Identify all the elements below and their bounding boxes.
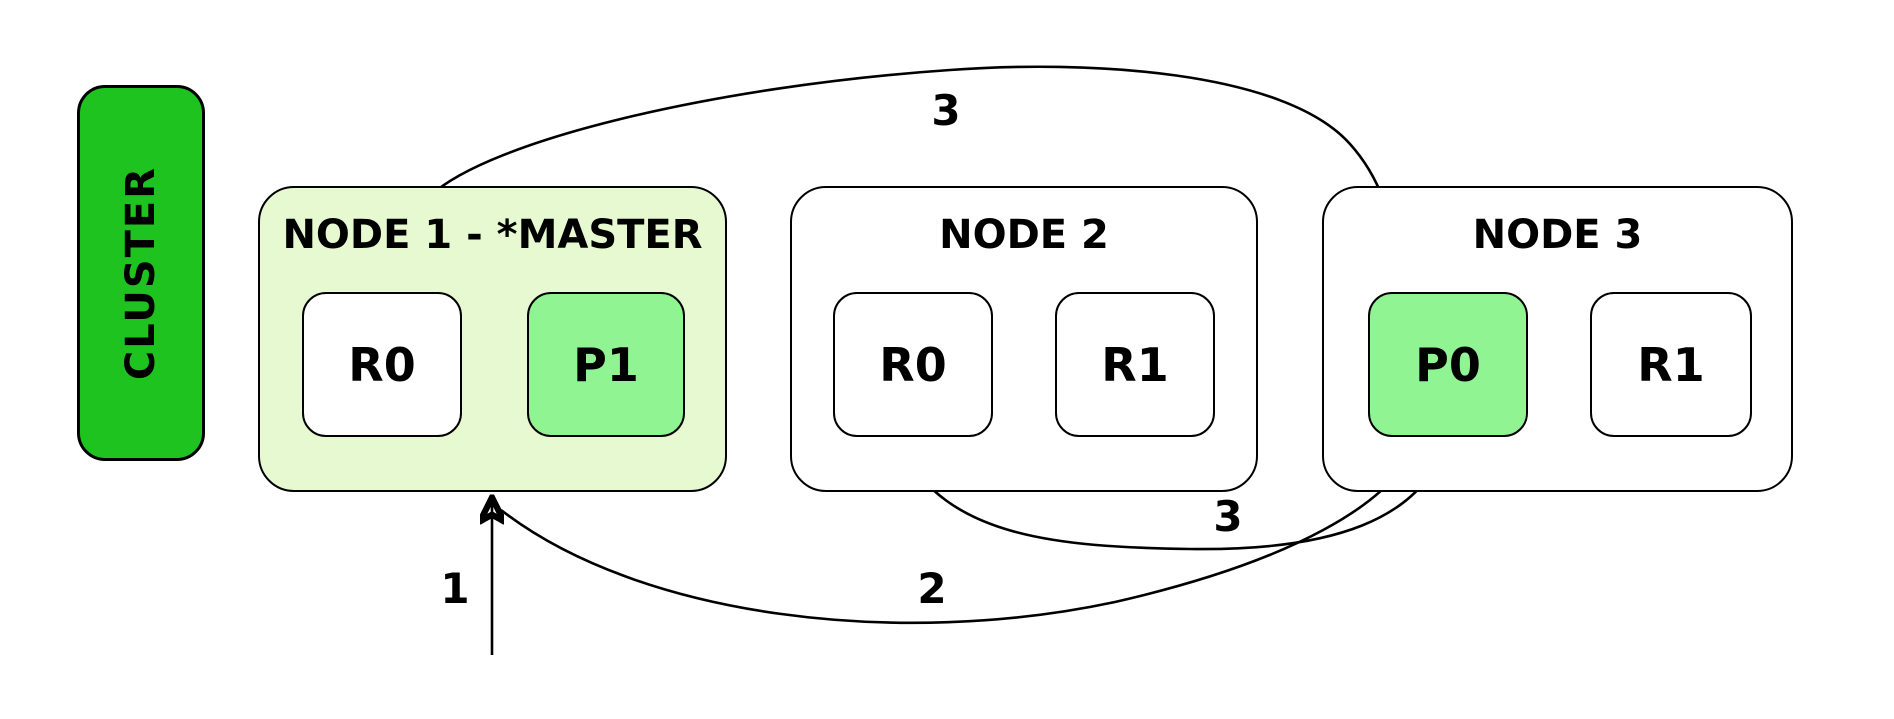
shard-label: R1 bbox=[1637, 337, 1705, 392]
node-3-title: NODE 3 bbox=[1472, 212, 1643, 258]
arrow-3-bottom-label: 3 bbox=[1213, 492, 1243, 541]
node-2-title: NODE 2 bbox=[939, 212, 1109, 258]
node-1-shard-p1: P1 bbox=[527, 292, 685, 437]
shard-label: R1 bbox=[1101, 337, 1169, 392]
arrow-1-label: 1 bbox=[440, 564, 470, 613]
cluster-badge: CLUSTER bbox=[77, 85, 205, 461]
arrow-2-label: 2 bbox=[917, 564, 947, 613]
node-2-shard-r1: R1 bbox=[1055, 292, 1215, 437]
node-2-shard-r0: R0 bbox=[833, 292, 993, 437]
shard-label: R0 bbox=[879, 337, 947, 392]
arrow-3-top-label: 3 bbox=[931, 86, 961, 135]
node-1-title: NODE 1 - *MASTER bbox=[282, 212, 703, 258]
node-1-shard-r0: R0 bbox=[302, 292, 462, 437]
shard-label: R0 bbox=[348, 337, 416, 392]
node-3-shard-r1: R1 bbox=[1590, 292, 1752, 437]
shard-label: P0 bbox=[1415, 337, 1481, 392]
node-3-shard-p0: P0 bbox=[1368, 292, 1528, 437]
shard-label: P1 bbox=[573, 337, 639, 392]
cluster-badge-label: CLUSTER bbox=[118, 165, 164, 381]
